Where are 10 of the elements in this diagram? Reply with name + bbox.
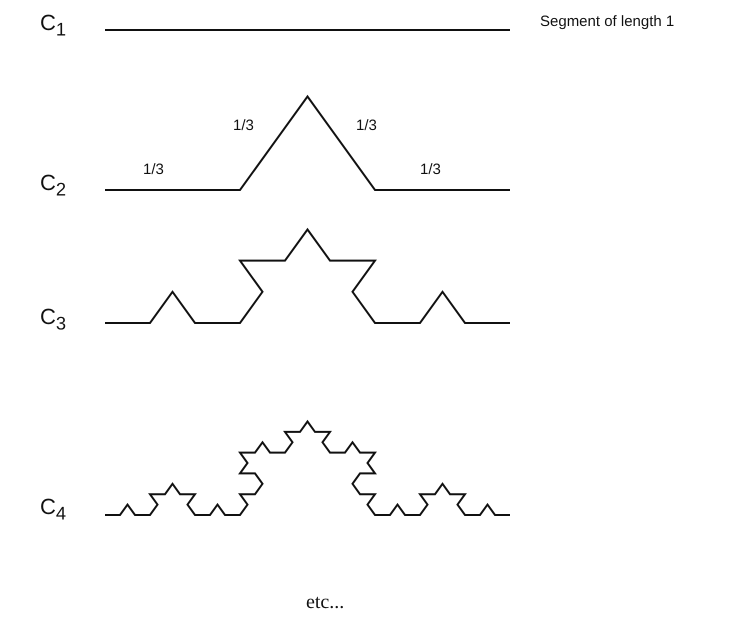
length-label: 1/3 — [356, 118, 377, 133]
continuation-note: etc... — [306, 592, 344, 612]
curve-label: C$_{2}$ — [40, 172, 66, 199]
caption-text: Segment of length 1 — [540, 14, 674, 29]
length-label: 1/3 — [143, 162, 164, 177]
curve-label: C$_{4}$ — [40, 496, 66, 523]
curve-label: C$_{1}$ — [40, 12, 66, 39]
length-label: 1/3 — [233, 118, 254, 133]
length-label: 1/3 — [420, 162, 441, 177]
curve-label: C$_{3}$ — [40, 306, 66, 333]
